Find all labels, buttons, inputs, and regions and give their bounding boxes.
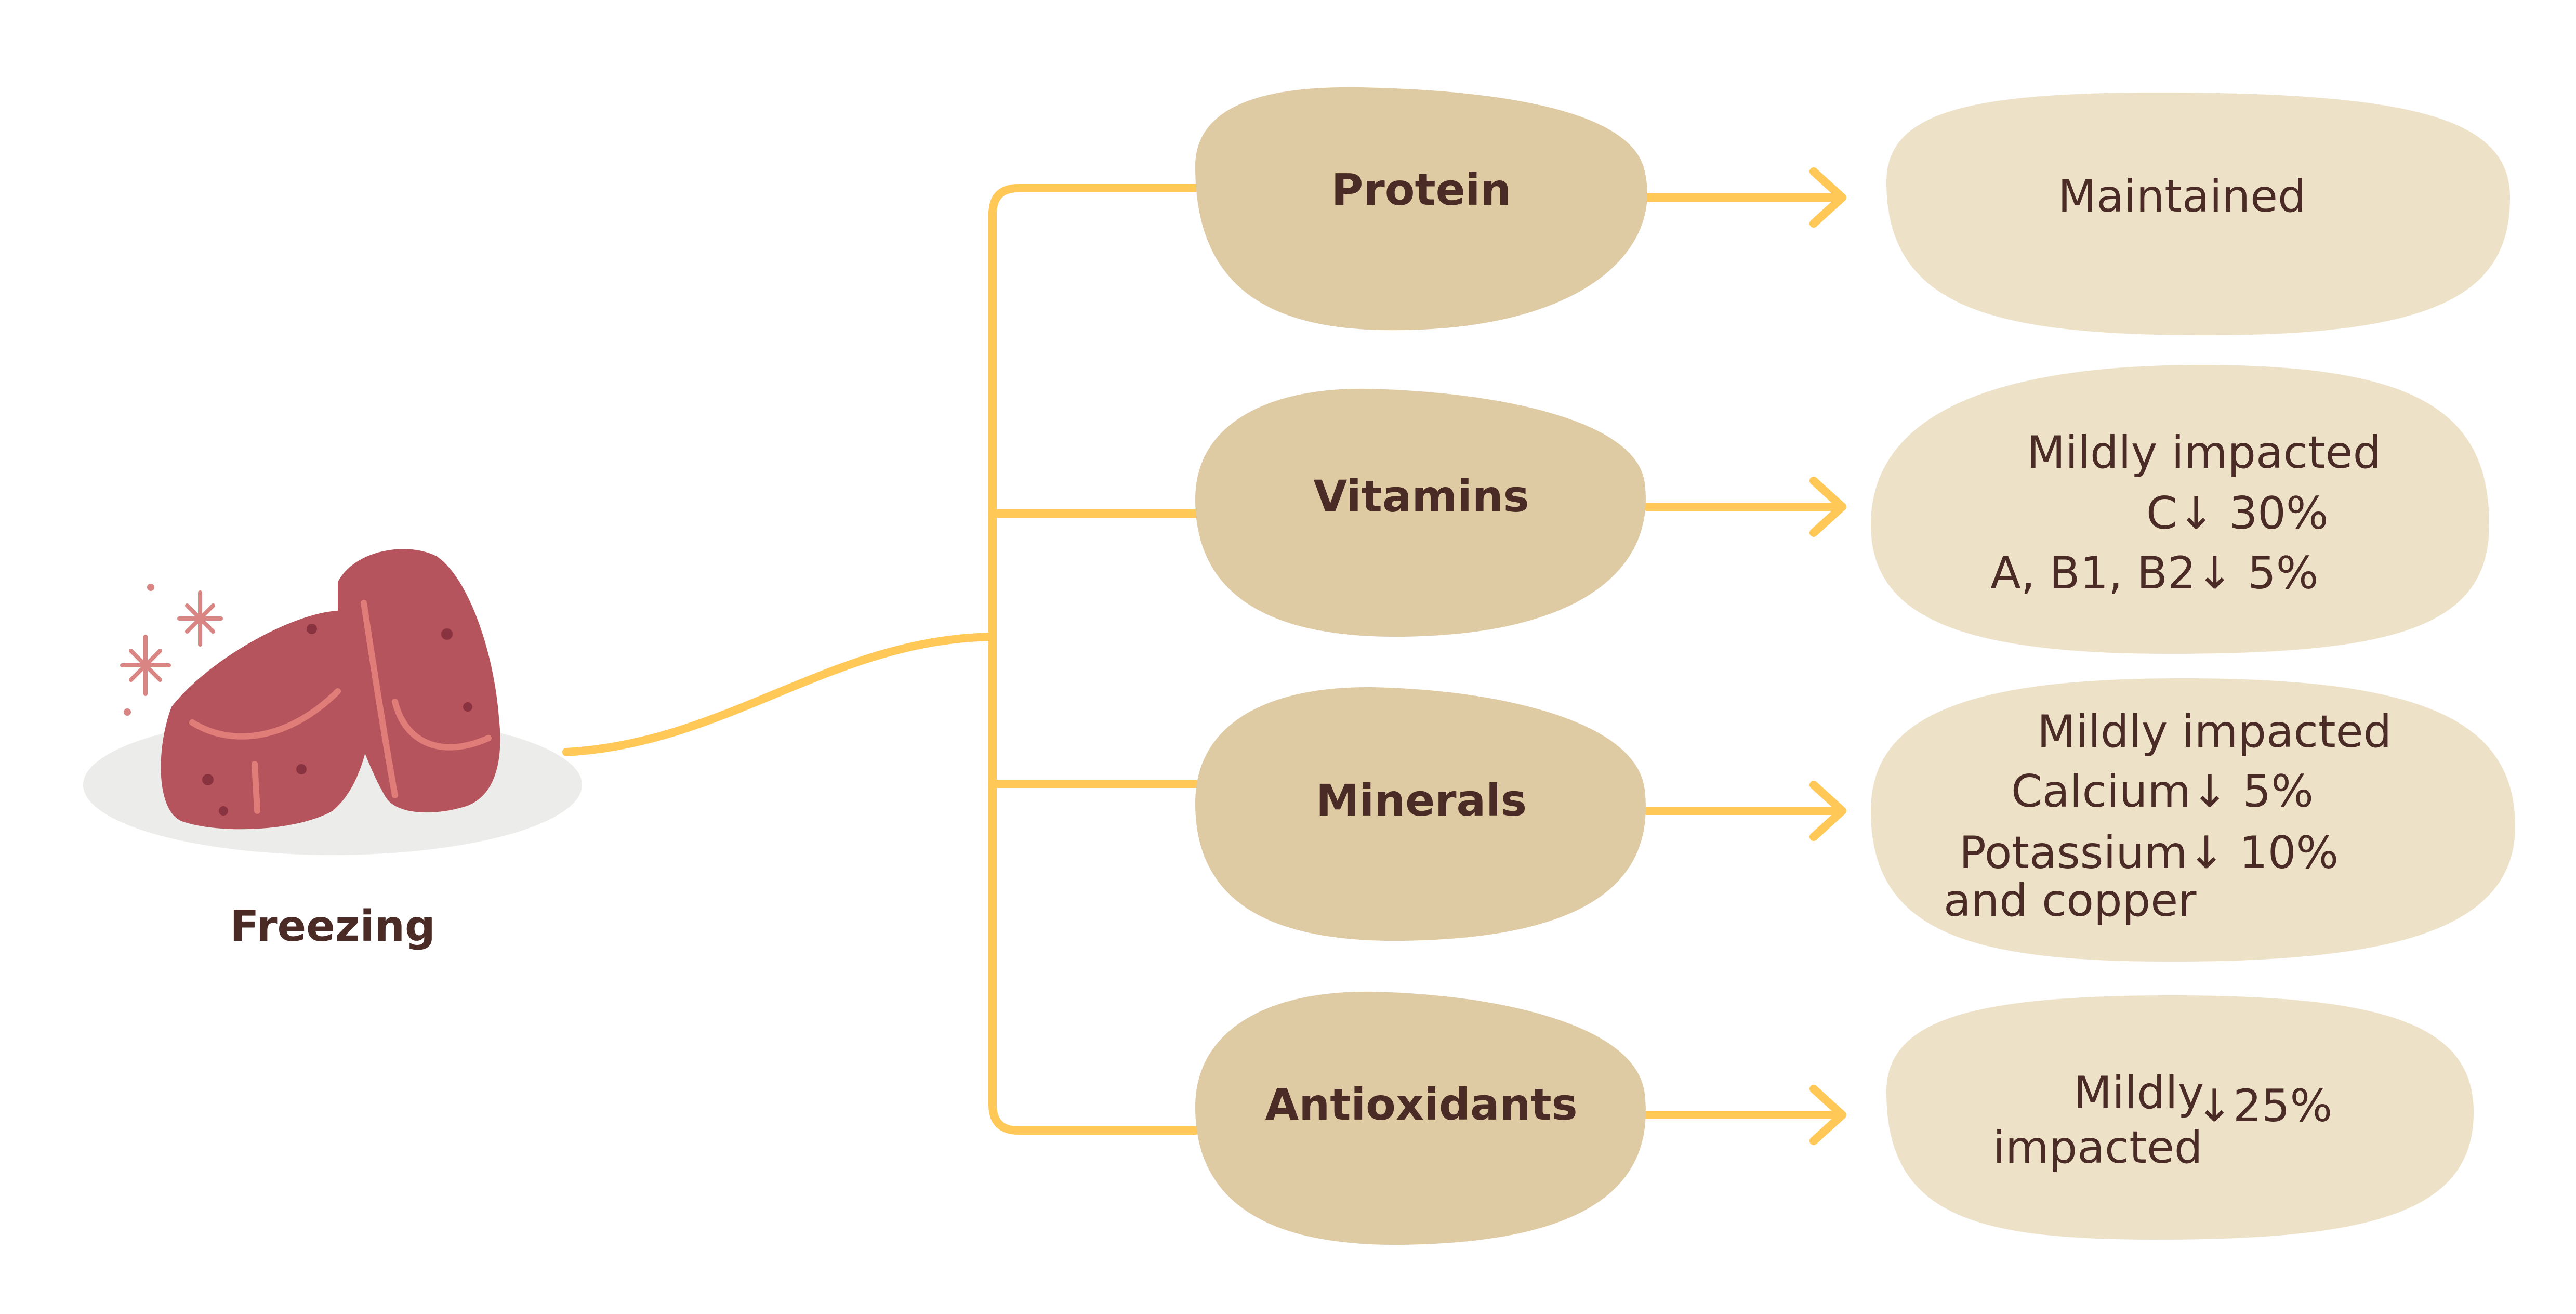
source-connector bbox=[562, 633, 997, 756]
result-blob-vitamins bbox=[1871, 364, 2489, 654]
arrow-head-icon bbox=[1809, 781, 1846, 841]
category-label-protein: Protein bbox=[1331, 164, 1512, 215]
sparkle-dot bbox=[147, 584, 154, 591]
result-blob-minerals bbox=[1871, 678, 2515, 962]
result-text-antioxidants-line-3: impacted bbox=[1993, 1122, 2203, 1174]
category-blob-minerals bbox=[1195, 687, 1646, 941]
meat-marbling bbox=[252, 761, 260, 814]
category-blob-vitamins bbox=[1195, 388, 1646, 637]
arrow-head-icon bbox=[1809, 477, 1846, 537]
category-label-minerals: Minerals bbox=[1315, 775, 1527, 826]
source-label: Freezing bbox=[230, 902, 435, 951]
meat-spot bbox=[202, 774, 214, 785]
result-text-vitamins-line-2: C↓ 30% bbox=[2146, 488, 2329, 540]
meat-spot bbox=[296, 764, 307, 774]
sparkle-icon bbox=[177, 590, 223, 647]
category-blob-protein bbox=[1195, 87, 1647, 331]
result-text-minerals-line-1: Mildly impacted bbox=[2037, 706, 2392, 758]
result-text-vitamins-line-1: Mildly impacted bbox=[2027, 427, 2382, 479]
arrow-head-icon bbox=[1809, 1085, 1846, 1145]
trunk-line bbox=[988, 184, 1199, 1135]
meat-piece-left bbox=[161, 611, 376, 830]
frozen-meat-icon bbox=[83, 549, 582, 855]
result-text-minerals-line-3: Potassium↓ 10% bbox=[1959, 827, 2339, 879]
result-text-minerals-line-4: and copper bbox=[1944, 875, 2197, 927]
result-text-protein-line-1: Maintained bbox=[2058, 170, 2306, 222]
sparkle-dot bbox=[124, 708, 131, 716]
meat-spot bbox=[219, 806, 228, 816]
meat-spot bbox=[441, 628, 453, 640]
arrow-head-icon bbox=[1809, 167, 1846, 228]
meat-marbling bbox=[361, 600, 398, 798]
meat-spot bbox=[463, 702, 472, 712]
connector-lines bbox=[562, 167, 1846, 1145]
result-text-minerals-line-2: Calcium↓ 5% bbox=[2011, 766, 2314, 818]
meat-spot bbox=[307, 624, 317, 634]
category-label-antioxidants: Antioxidants bbox=[1265, 1079, 1578, 1130]
meat-marbling bbox=[189, 688, 341, 740]
result-blob-antioxidants bbox=[1886, 995, 2474, 1240]
category-label-vitamins: Vitamins bbox=[1313, 471, 1529, 522]
meat-marbling bbox=[392, 699, 492, 751]
result-blob-protein bbox=[1886, 92, 2510, 335]
sparkle-icon bbox=[120, 635, 171, 696]
category-blob-antioxidants bbox=[1195, 991, 1646, 1245]
result-text-antioxidants-line-2: ↓25% bbox=[2196, 1080, 2333, 1132]
result-text-vitamins-line-3: A, B1, B2↓ 5% bbox=[1990, 547, 2319, 599]
result-text-antioxidants-line-1: Mildly bbox=[2073, 1067, 2204, 1119]
